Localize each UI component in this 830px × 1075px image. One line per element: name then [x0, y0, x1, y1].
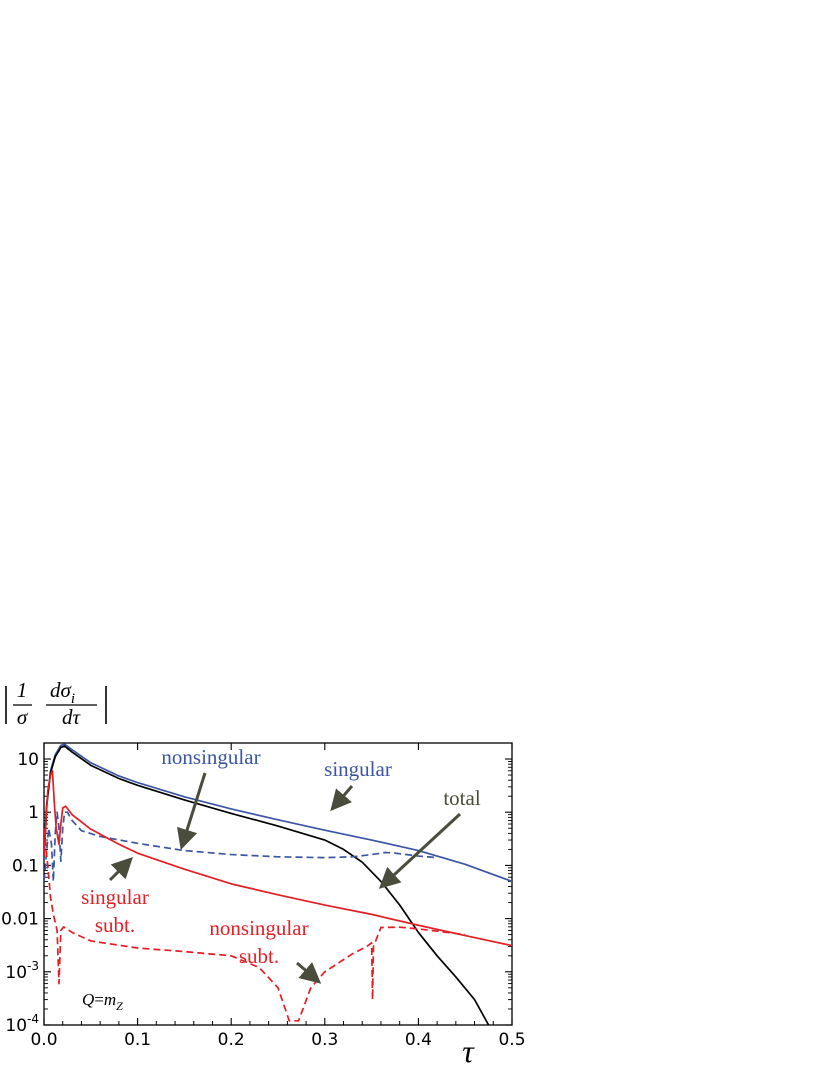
series-group [44, 743, 512, 1025]
y-tick-label: 0.01 [1, 910, 39, 930]
x-axis-label: τ [462, 1033, 475, 1069]
y-tick-base: 10 [5, 963, 27, 983]
annotation-nonsingular-subt-line1: nonsingular [209, 916, 308, 940]
series-line-nonsingular-subt [44, 828, 466, 1022]
ylabel-num-right: dσi [50, 678, 75, 707]
series-line-singular-subt [44, 769, 512, 947]
y-tick-base: 10 [5, 1016, 27, 1036]
y-axis-label: 1 σ dσi dτ [5, 678, 107, 729]
inset-sub: Z [116, 999, 123, 1013]
arrow-singular-subt [108, 857, 133, 882]
annotation-nonsingular-subt-line2: subt. [239, 944, 279, 968]
x-tick-label: 0.5 [498, 1030, 525, 1050]
ylabel-den-left: σ [17, 705, 29, 729]
x-tick-label: 0.2 [218, 1030, 245, 1050]
x-tick-label: 0.3 [311, 1030, 338, 1050]
arrow-total [378, 812, 462, 889]
annotations: nonsingular singular total singular subt… [81, 745, 481, 1013]
x-tick-label: 0.0 [30, 1030, 57, 1050]
annotation-singular: singular [324, 757, 392, 781]
y-tick-exponent: -3 [27, 959, 39, 973]
annotation-total: total [443, 786, 480, 810]
annotation-singular-subt-line1: singular [81, 885, 149, 909]
arrow-singular [330, 785, 354, 812]
arrow-nonsingular-subt [296, 961, 322, 984]
y-tick-label: 10-4 [5, 1012, 39, 1036]
x-tick-label: 0.1 [124, 1030, 151, 1050]
ylabel-num-left: 1 [17, 678, 28, 702]
y-tick-label: 10 [17, 750, 39, 770]
ylabel-den-right: dτ [62, 705, 82, 729]
inset-eq: = [94, 990, 104, 1009]
ylabel-num-right-sub: i [71, 691, 75, 707]
annotation-nonsingular: nonsingular [161, 745, 260, 769]
y-tick-label: 0.1 [12, 856, 39, 876]
arrow-nonsingular [177, 772, 207, 851]
inset-lhs: Q [82, 990, 94, 1009]
plot-frame [43, 742, 513, 1026]
series-line-total [44, 745, 490, 1025]
x-tick-label: 0.4 [405, 1030, 432, 1050]
series-line-nonsingular [44, 811, 438, 883]
y-tick-exponent: -4 [27, 1012, 39, 1026]
annotation-singular-subt-line2: subt. [95, 913, 135, 937]
y-tick-label: 10-3 [5, 959, 39, 983]
inset-rhs: m [104, 990, 116, 1009]
series-line-singular [44, 743, 512, 883]
inset-label: Q=mZ [82, 990, 123, 1013]
y-tick-label: 1 [28, 803, 39, 823]
ylabel-num-right-main: dσ [50, 678, 73, 702]
